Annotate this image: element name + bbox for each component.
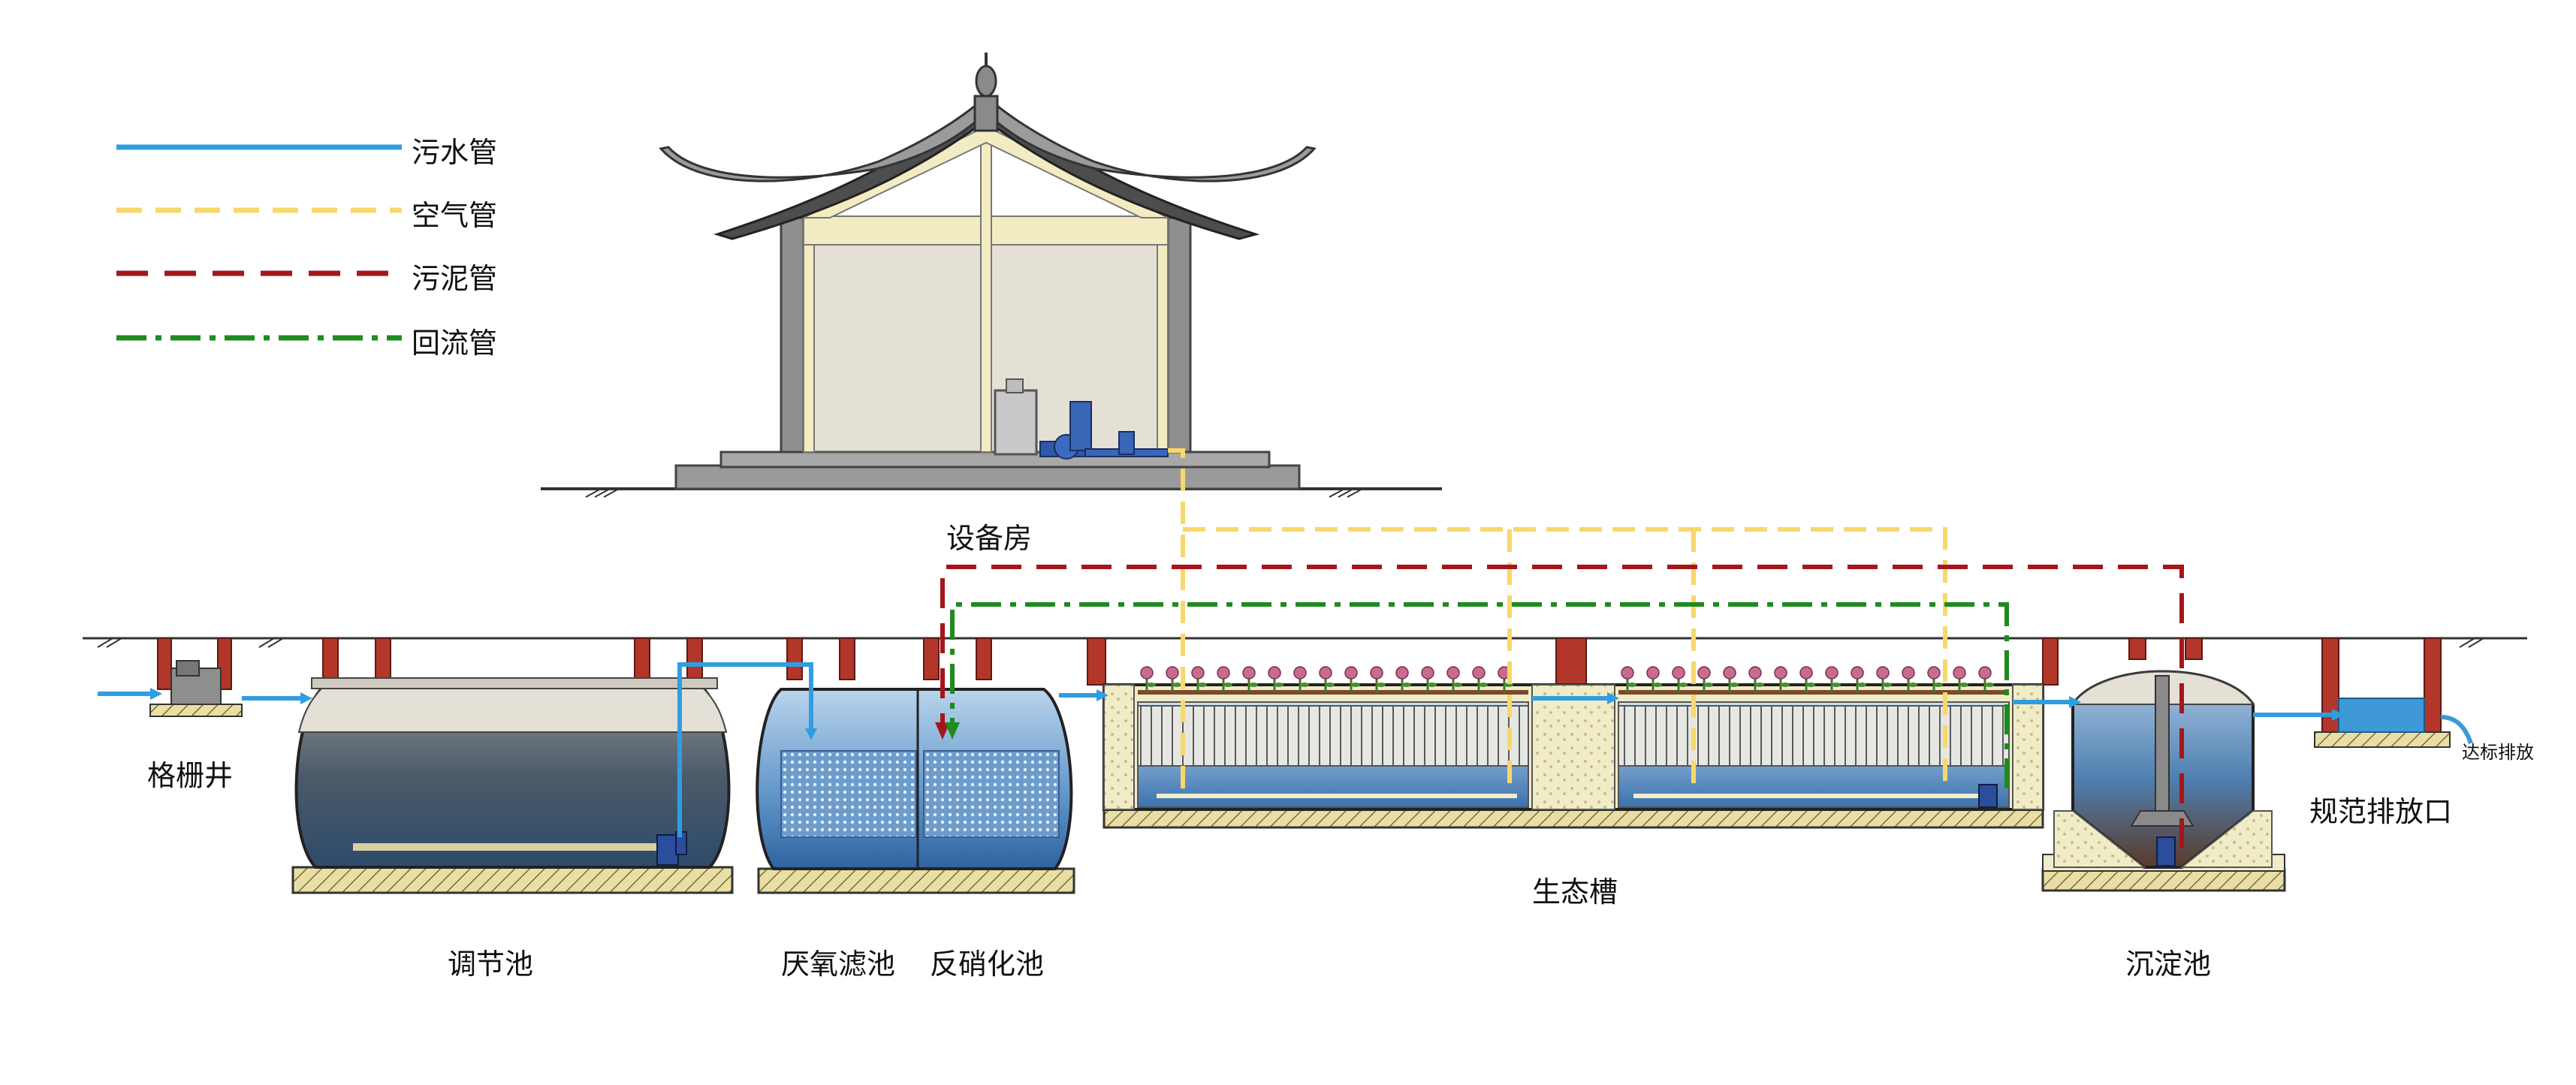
- label-ecological-trough: 生态槽: [1532, 876, 1618, 909]
- legend-label-return: 回流管: [412, 327, 498, 360]
- plant-flower: [1851, 666, 1864, 680]
- sewage-arrows: [150, 688, 2344, 740]
- plant-flower: [1217, 666, 1230, 680]
- plant-flower: [1927, 666, 1941, 680]
- plant-flower: [1344, 666, 1358, 680]
- plant-leaf: [1959, 683, 1968, 687]
- plant-flower: [1621, 666, 1634, 680]
- submersible-pump-1: [656, 831, 687, 866]
- legend-label-air: 空气管: [412, 199, 498, 232]
- label-equipment-room: 设备房: [946, 522, 1033, 555]
- submersible-pump-2: [1978, 784, 1998, 808]
- plant-leaf: [1453, 683, 1462, 687]
- label-denitrification-tank: 反硝化池: [930, 948, 1045, 981]
- grille-well: [149, 660, 243, 717]
- plant-leaf: [1147, 683, 1156, 687]
- plant-flower: [1774, 666, 1787, 680]
- plant-flower: [1697, 666, 1711, 680]
- plant-flower: [1395, 666, 1409, 680]
- label-grille-well: 格栅井: [147, 759, 234, 792]
- plant-leaf: [1351, 683, 1360, 687]
- return-pipe: [950, 602, 2009, 788]
- sedimentation-tank: [2041, 670, 2286, 892]
- label-discharge-note: 达标排放: [2462, 742, 2534, 763]
- plant-flower: [1902, 666, 1915, 680]
- plant-leaf: [1402, 683, 1411, 687]
- plant-leaf: [1377, 683, 1386, 687]
- legend-label-sludge: 污泥管: [412, 262, 498, 295]
- plant-flower: [1748, 666, 1762, 680]
- regulating-tank: [291, 677, 734, 894]
- plant-flower: [1978, 666, 1992, 680]
- plant-flower: [1166, 666, 1179, 680]
- plant-flower: [1672, 666, 1685, 680]
- plant-flower: [1876, 666, 1890, 680]
- plant-leaf: [1172, 683, 1181, 687]
- ecological-trough: [1102, 666, 2044, 829]
- air-pipe: [1168, 448, 1947, 788]
- sludge-arrow: [935, 722, 950, 740]
- label-discharge-outlet: 规范排放口: [2309, 795, 2453, 828]
- plant-flower: [1421, 666, 1434, 680]
- legend-label-sewage: 污水管: [412, 136, 498, 169]
- plant-row-right: [1618, 666, 2009, 695]
- plant-leaf: [1223, 683, 1232, 687]
- plant-leaf: [1479, 683, 1488, 687]
- return-arrow: [945, 722, 960, 740]
- sewage-pipe: [98, 662, 2339, 837]
- plant-leaf: [1857, 683, 1866, 687]
- plant-leaf: [1653, 683, 1662, 687]
- plant-flower: [1319, 666, 1332, 680]
- plant-leaf: [1908, 683, 1917, 687]
- plant-row-left: [1138, 666, 1528, 695]
- legend: [116, 144, 402, 341]
- plant-leaf: [1730, 683, 1739, 687]
- plant-leaf: [1934, 683, 1943, 687]
- plant-leaf: [1679, 683, 1688, 687]
- plant-leaf: [1806, 683, 1815, 687]
- plant-flower: [1370, 666, 1383, 680]
- plant-flower: [1723, 666, 1736, 680]
- plant-flower: [1191, 666, 1205, 680]
- discharge-outlet: [2314, 698, 2473, 748]
- plant-leaf: [1300, 683, 1309, 687]
- label-sedimentation-tank: 沉淀池: [2125, 948, 2212, 981]
- brick-risers: [157, 637, 2442, 733]
- equipment-room: [541, 53, 1442, 498]
- sludge-pipe: [940, 565, 2184, 848]
- ground-hatch: [97, 637, 2484, 648]
- plant-leaf: [1985, 683, 1994, 687]
- plant-flower: [1472, 666, 1486, 680]
- plant-leaf: [1781, 683, 1790, 687]
- plant-leaf: [1704, 683, 1713, 687]
- plant-leaf: [1832, 683, 1841, 687]
- plant-leaf: [1755, 683, 1764, 687]
- anaerobic-denitrification-tank: [756, 688, 1075, 894]
- plant-leaf: [1326, 683, 1335, 687]
- plant-leaf: [1198, 683, 1207, 687]
- label-anaerobic-filter: 厌氧滤池: [781, 948, 896, 981]
- plant-flower: [1140, 666, 1154, 680]
- blower-equipment: [994, 378, 1169, 460]
- plant-leaf: [1428, 683, 1437, 687]
- plant-flower: [1825, 666, 1838, 680]
- plant-flower: [1268, 666, 1281, 680]
- plant-flower: [1293, 666, 1307, 680]
- plant-flower: [1799, 666, 1813, 680]
- plant-flower: [1446, 666, 1460, 680]
- plant-leaf: [1627, 683, 1636, 687]
- plant-flower: [1953, 666, 1966, 680]
- plant-leaf: [1249, 683, 1258, 687]
- plant-flower: [1242, 666, 1256, 680]
- plant-flower: [1646, 666, 1660, 680]
- plant-leaf: [1883, 683, 1892, 687]
- label-regulating-tank: 调节池: [448, 948, 534, 981]
- plant-leaf: [1274, 683, 1283, 687]
